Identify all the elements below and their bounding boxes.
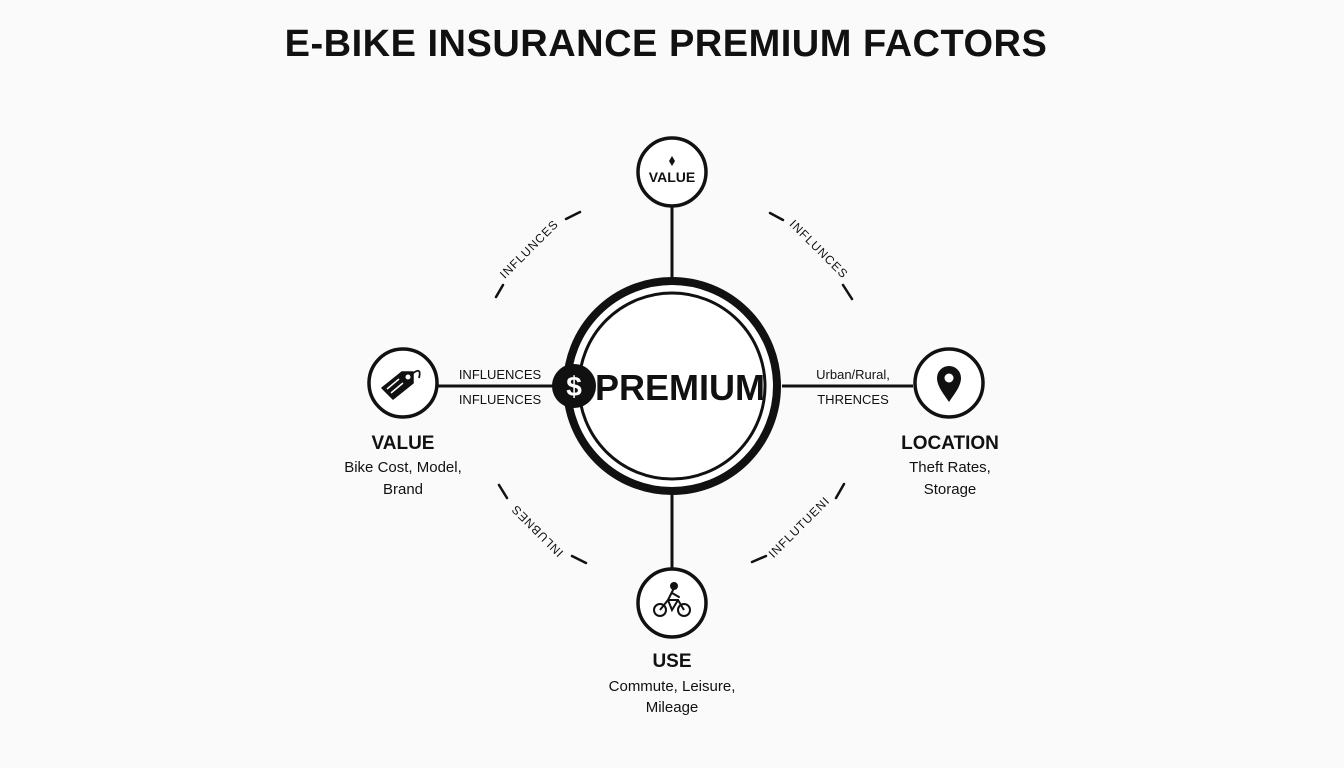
connectors xyxy=(438,207,913,569)
arc-top-left-segment-b xyxy=(564,210,582,221)
cyclist-icon xyxy=(653,582,691,617)
edge-label-left-2: INFLUENCES xyxy=(459,392,542,407)
arc-bottom-right-segment-b xyxy=(834,482,846,500)
arc-bottom-left-segment-a xyxy=(497,483,509,500)
node-top: VALUE xyxy=(636,136,708,208)
influence-arcs xyxy=(494,210,854,565)
node-left-desc-line1: Bike Cost, Model, xyxy=(344,459,462,476)
price-tag-icon xyxy=(381,369,421,400)
node-bottom-desc-line2: Mileage xyxy=(646,699,699,716)
node-bottom-circle xyxy=(636,567,708,639)
node-top-label: VALUE xyxy=(649,169,695,185)
node-right: LOCATION Theft Rates, Storage xyxy=(901,347,999,498)
node-left-title: VALUE xyxy=(372,433,435,454)
arc-label-bottom-left: INLUBNES xyxy=(508,502,566,560)
arc-top-right-segment-a xyxy=(768,211,785,222)
diagram-title: E-BIKE INSURANCE PREMIUM FACTORS xyxy=(285,23,1048,65)
arc-top-right-segment-b xyxy=(841,283,854,301)
map-pin-icon xyxy=(937,366,961,402)
dollar-badge xyxy=(552,364,596,408)
node-bottom-desc-line1: Commute, Leisure, xyxy=(609,678,736,695)
arc-bottom-left-segment-b xyxy=(570,554,588,565)
arc-label-bottom-right: INFLUTUENI xyxy=(766,494,833,561)
edge-label-left-1: INFLUENCES xyxy=(459,367,542,382)
node-left: VALUE Bike Cost, Model, Brand xyxy=(344,347,462,498)
node-right-desc-line1: Theft Rates, xyxy=(909,459,991,476)
arc-label-top-left: INFLUNCES xyxy=(497,217,561,281)
node-top-circle xyxy=(636,136,708,208)
node-bottom-title: USE xyxy=(652,651,691,672)
edge-label-right-1: Urban/Rural, xyxy=(816,367,890,382)
node-right-desc-line2: Storage xyxy=(924,481,977,498)
diamond-icon xyxy=(669,156,675,166)
node-right-title: LOCATION xyxy=(901,433,999,454)
edge-label-right-2: THRENCES xyxy=(817,392,889,407)
node-left-desc-line2: Brand xyxy=(383,481,423,498)
premium-node: $ PREMIUM xyxy=(552,277,781,495)
premium-label: PREMIUM xyxy=(595,367,765,408)
node-bottom: USE Commute, Leisure, Mileage xyxy=(609,567,736,716)
arc-bottom-right-segment-a xyxy=(750,554,768,564)
dollar-icon: $ xyxy=(566,371,582,402)
arc-top-left-segment-a xyxy=(494,283,505,299)
arc-label-top-right: INFLUNCES xyxy=(787,217,851,281)
